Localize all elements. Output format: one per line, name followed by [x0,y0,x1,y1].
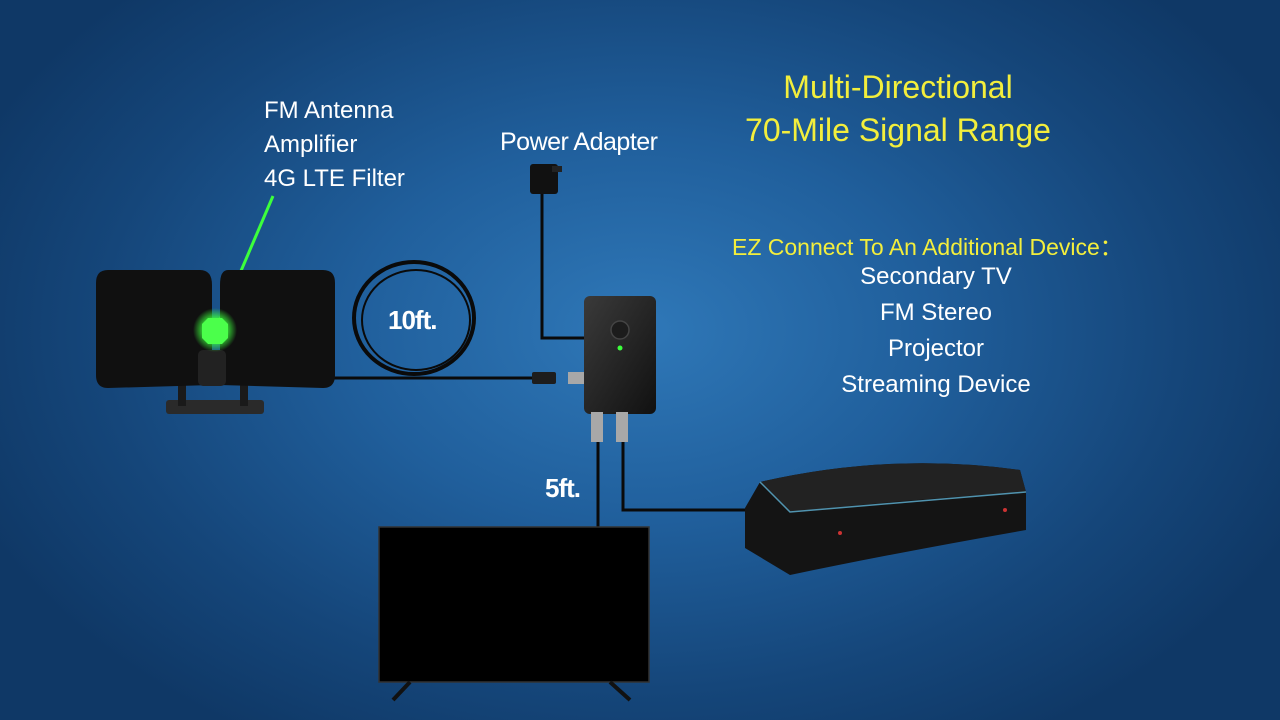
coiled-cable-inner [361,269,471,371]
amplifier-led [617,345,623,351]
television [378,526,650,702]
cable-length-short: 5ft. [545,473,581,503]
antenna-stand [166,400,264,414]
coiled-cable [352,260,476,376]
headline-line-1: Multi-Directional [783,69,1013,105]
device-list: Secondary TV FM Stereo Projector Streami… [786,259,1086,403]
tv-screen [378,526,650,683]
device-item: Projector [887,335,985,362]
power-cable [540,190,586,340]
antenna-hub [198,350,226,386]
antenna-feature-amplifier: Amplifier [264,131,358,158]
device-item: Streaming Device [841,371,1031,398]
antenna-connector [532,372,586,384]
streaming-device [745,463,1027,575]
amplifier-box [584,296,656,442]
antenna [96,270,335,414]
cables [330,190,745,528]
antenna-feature-lte: 4G LTE Filter [264,165,405,192]
antenna-feature-list: FM Antenna Amplifier 4G LTE Filter [264,94,405,196]
amplifier-knob [610,320,630,340]
headline-line-2: 70-Mile Signal Range [745,112,1051,148]
antenna-panel-right [220,270,335,388]
power-adapter-label: Power Adapter [500,128,658,156]
power-plug [530,164,562,194]
cable-length-long: 10ft. [388,305,437,335]
device-item: FM Stereo [879,299,993,326]
device-cable [621,440,745,512]
green-indicator [202,318,228,344]
device-item: Secondary TV [860,263,1012,290]
connect-heading: EZ Connect To An Additional Device： [732,234,1123,260]
headline: Multi-Directional 70-Mile Signal Range [720,66,1076,152]
antenna-feature-fm: FM Antenna [264,97,394,124]
antenna-panel-left [96,270,212,388]
